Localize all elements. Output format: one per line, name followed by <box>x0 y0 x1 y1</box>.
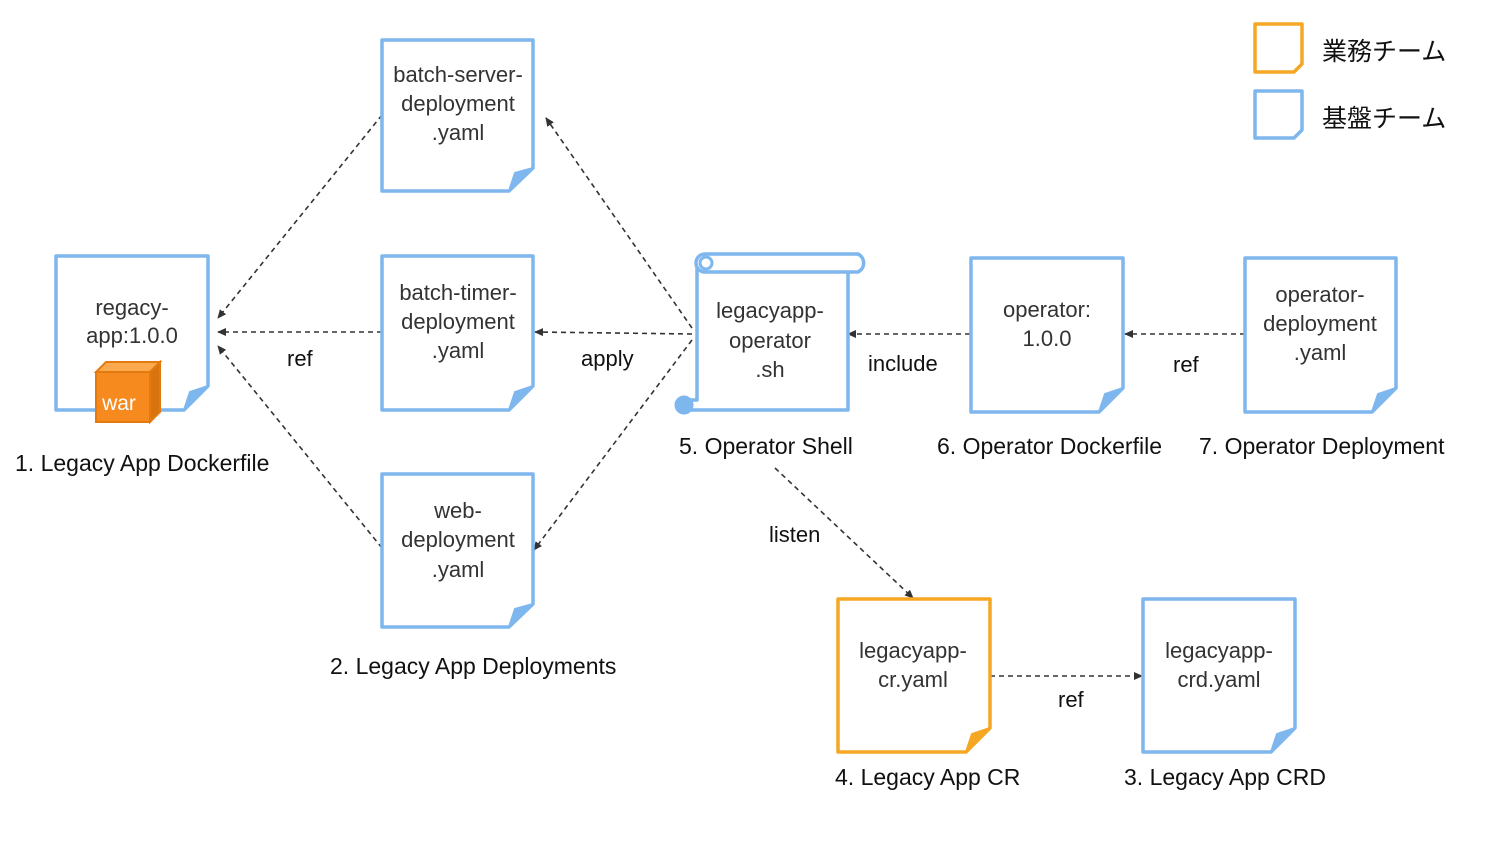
edge-web-to-dockerfile <box>217 345 383 549</box>
node-legacy-app-crd[interactable]: legacyapp- crd.yaml <box>1141 597 1297 754</box>
scroll-curl-bottom <box>674 395 694 415</box>
node-label-line-3: .yaml <box>432 120 485 145</box>
node-label-line-3: .yaml <box>432 338 485 363</box>
node-label-line-2: deployment <box>401 91 515 116</box>
scroll-curl-top <box>698 255 714 271</box>
node-legacy-app-cr[interactable]: legacyapp- cr.yaml <box>836 597 992 754</box>
node-label-line-1: legacyapp- <box>1165 638 1273 663</box>
edges <box>217 114 1245 680</box>
node-label-line-2: cr.yaml <box>878 667 948 692</box>
caption-legacy-app-deployments: 2. Legacy App Deployments <box>330 653 616 679</box>
node-operator-deployment[interactable]: operator- deployment .yaml <box>1243 256 1398 414</box>
node-batch-timer-deployment[interactable]: batch-timer- deployment .yaml <box>380 254 535 412</box>
war-badge-label: war <box>101 392 136 415</box>
edge-label-include: include <box>868 351 938 376</box>
node-batch-server-deployment[interactable]: batch-server- deployment .yaml <box>380 38 535 193</box>
node-label-line-1: regacy- <box>95 295 168 320</box>
node-legacy-app-dockerfile[interactable]: regacy- app:1.0.0 war <box>54 254 210 425</box>
caption-legacy-app-cr: 4. Legacy App CR <box>835 764 1020 790</box>
caption-operator-deployment: 7. Operator Deployment <box>1199 433 1445 459</box>
edge-operator-to-web <box>533 339 693 551</box>
edge-label-apply: apply <box>581 346 634 371</box>
legend-swatch-business <box>1253 22 1304 74</box>
legend: 業務チーム 基盤チーム <box>1253 22 1446 140</box>
node-label-line-1: batch-server- <box>393 62 523 87</box>
node-label-line-2: deployment <box>401 309 515 334</box>
node-label-line-1: operator- <box>1275 282 1364 307</box>
edge-shell-listen-cr <box>774 467 914 599</box>
node-label-line-3: .yaml <box>1294 340 1347 365</box>
node-label-line-1: batch-timer- <box>399 280 516 305</box>
node-label-line-2: app:1.0.0 <box>86 323 178 348</box>
node-label-line-2: deployment <box>401 527 515 552</box>
edge-operator-to-batch-timer <box>534 328 693 337</box>
edge-batch-server-to-dockerfile <box>217 114 383 319</box>
node-label-line-2: 1.0.0 <box>1023 326 1072 351</box>
node-operator-dockerfile[interactable]: operator: 1.0.0 <box>969 256 1125 414</box>
node-label-line-2: operator <box>729 328 811 353</box>
caption-operator-shell: 5. Operator Shell <box>679 433 853 459</box>
legend-item-business-team: 業務チーム <box>1253 22 1446 74</box>
caption-legacy-app-dockerfile: 1. Legacy App Dockerfile <box>15 450 269 476</box>
legend-item-platform-team: 基盤チーム <box>1253 89 1446 140</box>
node-label-line-1: operator: <box>1003 297 1091 322</box>
edge-label-ref-crd: ref <box>1058 687 1085 712</box>
edge-label-listen: listen <box>769 522 820 547</box>
edge-operator-to-batch-server <box>545 117 693 329</box>
legend-label-platform: 基盤チーム <box>1322 104 1446 133</box>
legend-swatch-platform <box>1253 89 1304 140</box>
node-web-deployment[interactable]: web- deployment .yaml <box>380 472 535 629</box>
node-label-line-1: legacyapp- <box>716 298 824 323</box>
legend-label-business: 業務チーム <box>1322 37 1446 66</box>
node-label-line-1: web- <box>433 498 482 523</box>
war-package-icon: war <box>93 359 163 425</box>
node-operator-shell-script[interactable]: legacyapp- operator .sh <box>674 252 866 415</box>
edge-label-ref-operator: ref <box>1173 352 1200 377</box>
node-label-line-2: crd.yaml <box>1177 667 1260 692</box>
node-label-line-3: .sh <box>755 357 784 382</box>
node-label-line-2: deployment <box>1263 311 1377 336</box>
caption-legacy-app-crd: 3. Legacy App CRD <box>1124 764 1326 790</box>
edge-label-ref-dockerfile: ref <box>287 346 314 371</box>
node-label-line-1: legacyapp- <box>859 638 967 663</box>
caption-operator-dockerfile: 6. Operator Dockerfile <box>937 433 1162 459</box>
node-label-line-3: .yaml <box>432 557 485 582</box>
